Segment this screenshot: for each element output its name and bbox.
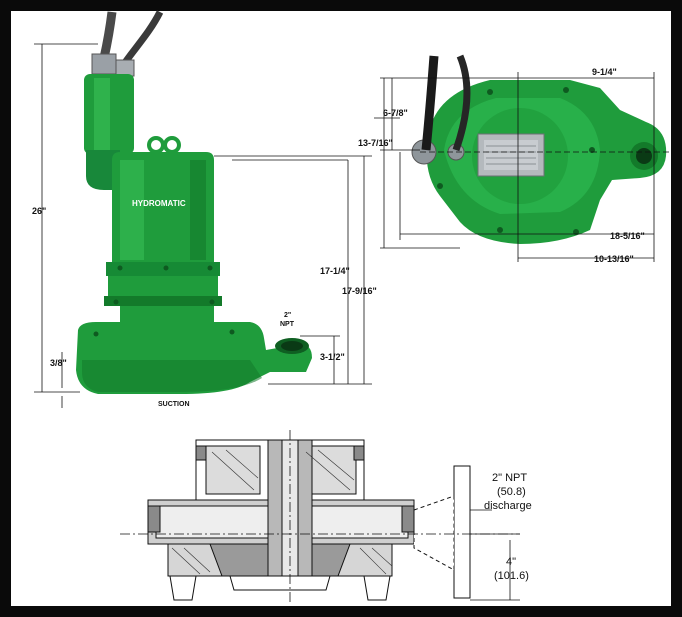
discharge-mm-text: (50.8) [497, 486, 526, 498]
discharge-npt-label: NPT [280, 321, 295, 328]
suction-label: SUCTION [158, 401, 190, 408]
discharge-npt-text: 2" NPT [492, 472, 527, 484]
discharge-text: discharge [484, 500, 532, 512]
dim-height-to-flange: 17-1/4" [320, 266, 350, 276]
offset-mm-text: (101.6) [494, 570, 529, 582]
offset-inch-text: 4" [506, 556, 516, 568]
dim-half-width: 9-1/4" [592, 67, 617, 77]
discharge-size-label: 2" [284, 312, 291, 319]
dim-discharge-height: 3-1/2" [320, 352, 345, 362]
dim-center-to-discharge: 10-13/16" [594, 254, 634, 264]
section-dimensions [120, 430, 520, 604]
dim-height-to-top: 17-9/16" [342, 286, 377, 296]
side-view-dimensions [34, 43, 372, 408]
dim-base-offset: 3/8" [50, 358, 67, 368]
dim-depth: 13-7/16" [358, 138, 393, 148]
dim-overall-height: 26" [32, 206, 46, 216]
top-view-dimensions [380, 72, 672, 262]
dim-cord-offset: 6-7/8" [383, 108, 408, 118]
side-view-pump: HYDROMATIC [76, 10, 312, 394]
top-view-pump [411, 54, 667, 244]
brand-label: HYDROMATIC [132, 199, 186, 208]
dim-overall-width: 18-5/16" [610, 231, 645, 241]
section-hatching [171, 449, 393, 575]
cross-section-view [147, 439, 471, 601]
